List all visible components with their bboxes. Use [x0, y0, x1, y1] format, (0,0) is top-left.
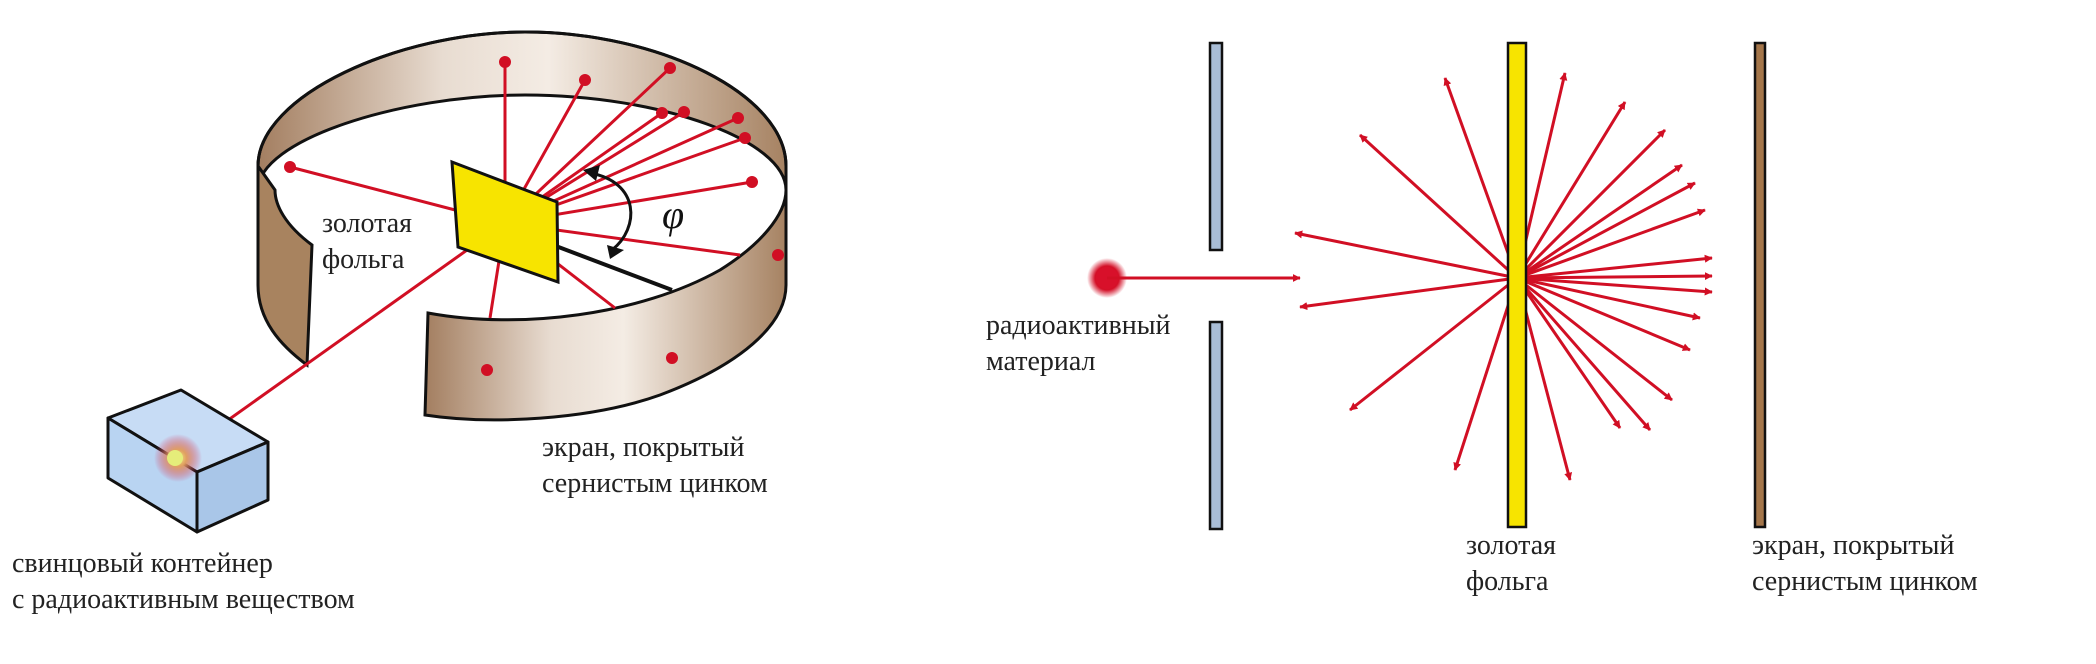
scattered-ray-19 [1516, 276, 1713, 296]
scattered-ray-16 [1516, 181, 1696, 280]
scattered-ray-4 [1358, 133, 1519, 280]
scattered-rays-2d [1294, 72, 1713, 481]
scattered-ray-11 [1515, 277, 1652, 431]
screen-ring-left-band [256, 161, 314, 368]
angle-symbol: φ [662, 192, 684, 237]
scattered-ray-3 [1349, 276, 1518, 412]
scattered-ray-13 [1516, 276, 1673, 402]
scattered-ray-21 [1516, 272, 1713, 281]
scattered-ray-17 [1516, 276, 1701, 321]
scattered-ray-20 [1516, 254, 1713, 280]
scattered-ray-6 [1443, 77, 1519, 279]
gold-foil-3d [450, 159, 560, 285]
scattered-ray-9 [1515, 277, 1622, 429]
scatter-angle-arc [589, 171, 633, 252]
scattered-ray-2 [1294, 230, 1518, 280]
screen-ring-top-edge [256, 30, 788, 167]
screen-ring-inner-wall [256, 30, 788, 191]
zinc-sulfide-screen [1753, 41, 1767, 529]
reference-line [539, 238, 673, 292]
scattered-ray-12 [1515, 128, 1667, 280]
scattered-ray-1 [1299, 276, 1518, 311]
scattered-ray-14 [1516, 163, 1683, 280]
angle-arrow-top [583, 165, 600, 181]
scattered-ray-5 [1453, 277, 1519, 471]
slit-plate-top [1208, 41, 1224, 252]
screen-ring-right-band [423, 189, 788, 422]
gold-foil-strip [1506, 41, 1528, 529]
scattered-ray-15 [1516, 276, 1691, 352]
right-figure [1087, 41, 1767, 531]
left-figure: φ [106, 30, 788, 534]
slit-plate-bottom [1208, 320, 1224, 531]
radioactive-core [167, 450, 183, 466]
angle-arrow-bottom [607, 245, 624, 259]
lead-container [106, 388, 270, 534]
scattered-ray-10 [1515, 101, 1627, 279]
scattered-ray-18 [1516, 208, 1706, 280]
